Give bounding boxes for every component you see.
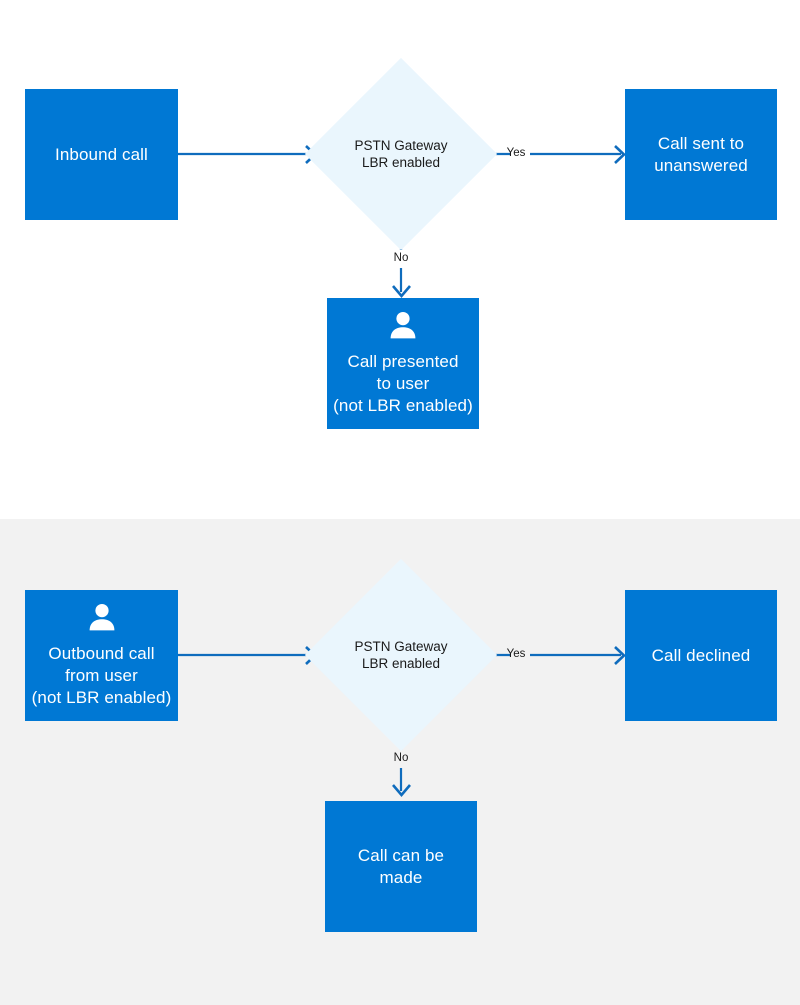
connector-inbound-call-to-decision: [178, 145, 317, 164]
node-inbound-yes-result-label: Call sent to unanswered: [654, 133, 748, 175]
node-inbound-call[interactable]: Inbound call: [25, 89, 178, 220]
node-inbound-decision-label: PSTN Gateway LBR enabled: [354, 138, 448, 170]
user-icon: [388, 310, 418, 345]
node-outbound-yes-result[interactable]: Call declined: [625, 590, 777, 721]
edge-label-inbound-no: No: [393, 252, 409, 264]
node-outbound-decision[interactable]: PSTN Gateway LBR enabled: [304, 558, 498, 752]
user-icon: [87, 602, 117, 637]
node-outbound-yes-result-label: Call declined: [651, 645, 751, 665]
node-inbound-no-result-label: Call presented to user (not LBR enabled): [333, 352, 473, 415]
node-outbound-decision-label: PSTN Gateway LBR enabled: [354, 639, 448, 671]
node-outbound-no-result[interactable]: Call can be made: [325, 801, 477, 932]
node-inbound-no-result[interactable]: Call presented to user (not LBR enabled): [327, 298, 479, 429]
node-outbound-call-label: Outbound call from user (not LBR enabled…: [31, 644, 172, 707]
edge-label-outbound-yes: Yes: [506, 648, 526, 660]
node-outbound-call[interactable]: Outbound call from user (not LBR enabled…: [25, 590, 178, 721]
node-inbound-yes-result[interactable]: Call sent to unanswered: [625, 89, 777, 220]
connector-outbound-call-to-decision: [178, 646, 317, 665]
edge-label-inbound-yes: Yes: [506, 147, 526, 159]
node-inbound-call-label: Inbound call: [55, 144, 148, 164]
node-inbound-decision[interactable]: PSTN Gateway LBR enabled: [304, 57, 498, 251]
edge-label-outbound-no: No: [393, 752, 409, 764]
node-outbound-no-result-label: Call can be made: [357, 845, 445, 887]
